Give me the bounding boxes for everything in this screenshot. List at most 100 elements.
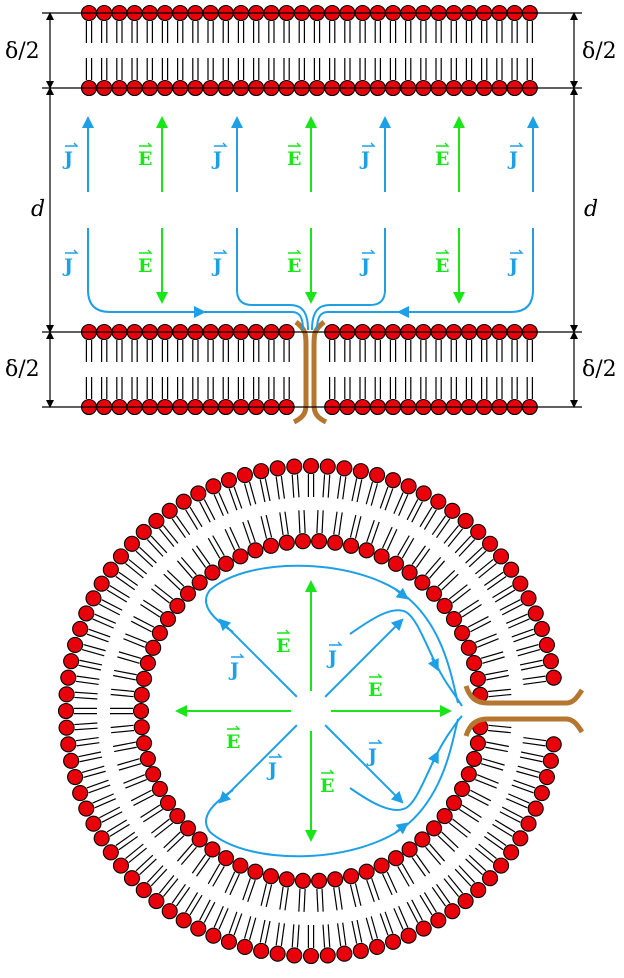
lipid-inner-19 bbox=[369, 377, 386, 416]
vector-harpoon-icon bbox=[139, 249, 153, 254]
vesicle-inner-lipid-47 bbox=[260, 514, 279, 554]
current-radial-arrow-7 bbox=[218, 618, 298, 698]
vesicle-inner-lipid-25 bbox=[163, 820, 197, 853]
lipid-outer-12 bbox=[263, 323, 280, 362]
vesicle-outer-lipid-34 bbox=[135, 865, 168, 899]
vesicle-inner-lipid-11 bbox=[387, 850, 415, 887]
vesicle-outer-lipid-3 bbox=[519, 751, 559, 769]
lipid-inner-24 bbox=[445, 58, 462, 97]
vesicle-inner-lipid-55 bbox=[387, 535, 415, 572]
lipid-inner-12 bbox=[263, 377, 280, 416]
vesicle-inner-lipid-10 bbox=[401, 841, 431, 877]
vesicle-inner-lipid-9 bbox=[414, 831, 446, 866]
vesicle-inner-lipid-35 bbox=[113, 669, 153, 687]
current-loop-arrowhead-2 bbox=[427, 657, 439, 672]
vesicle-outer-lipid-48 bbox=[60, 669, 100, 686]
vesicle-inner-lipid-2 bbox=[469, 735, 509, 753]
vesicle-inner-lipid-49 bbox=[294, 510, 311, 550]
lipid-inner-29 bbox=[521, 377, 538, 416]
current-flow-left-inner bbox=[236, 289, 309, 331]
vesicle-inner-lipid-34 bbox=[110, 686, 150, 703]
vesicle-outer-lipid-79 bbox=[443, 512, 474, 548]
vesicle-inner-lipid-57 bbox=[414, 556, 446, 591]
current-radial-arrow-1 bbox=[324, 618, 404, 698]
lipid-inner-3 bbox=[126, 377, 143, 416]
current-radial-label-7: J bbox=[228, 659, 239, 681]
vesicle-outer-lipid-39 bbox=[85, 806, 123, 832]
vesicle-outer-lipid-83 bbox=[483, 561, 520, 591]
lipid-inner-5 bbox=[156, 58, 174, 97]
vesicle-outer-lipid-53 bbox=[85, 590, 123, 616]
lipid-outer-27 bbox=[491, 323, 508, 362]
lipid-outer-19 bbox=[369, 323, 386, 362]
vesicle-inner-lipid-14 bbox=[343, 868, 362, 908]
vector-harpoon-icon bbox=[65, 249, 79, 254]
lipid-inner-10 bbox=[232, 58, 250, 97]
vesicle-inner-lipid-54 bbox=[373, 526, 398, 565]
vesicle-outer-lipid-52 bbox=[78, 605, 116, 629]
label-gap-left: d bbox=[31, 197, 45, 222]
lipid-inner-9 bbox=[217, 377, 234, 416]
lipid-inner-23 bbox=[430, 377, 447, 416]
current-radial-label-3: J bbox=[366, 745, 377, 767]
vector-harpoon-icon bbox=[362, 249, 376, 254]
lipid-outer-28 bbox=[506, 4, 523, 43]
lipid-inner-27 bbox=[491, 58, 508, 97]
vesicle-inner-lipid-24 bbox=[176, 831, 208, 866]
lipid-outer-17 bbox=[339, 4, 356, 43]
vesicle-outer-lipid-4 bbox=[516, 765, 555, 786]
vesicle-inner-lipid-50 bbox=[311, 510, 328, 550]
lipid-outer-17 bbox=[339, 323, 356, 362]
vesicle-outer-lipid-29 bbox=[205, 906, 229, 944]
lipid-inner-25 bbox=[460, 377, 478, 416]
vesicle-pore-wall-top bbox=[463, 685, 585, 706]
vesicle-inner-lipid-64 bbox=[469, 669, 509, 687]
lipid-outer-21 bbox=[400, 4, 417, 43]
reference-lines bbox=[42, 12, 582, 408]
lipid-inner-2 bbox=[111, 377, 128, 416]
vesicle-outer-lipid-35 bbox=[123, 854, 157, 887]
lipid-outer-25 bbox=[460, 4, 478, 43]
lipid-inner-1 bbox=[96, 58, 113, 97]
lipid-outer-11 bbox=[248, 323, 265, 362]
vesicle-outer-lipid-73 bbox=[365, 467, 386, 506]
vesicle-inner-lipid-44 bbox=[207, 535, 235, 572]
field-radial-label-4: E bbox=[320, 775, 334, 797]
vesicle-inner-lipid-3 bbox=[466, 750, 505, 771]
vesicle-inner-lipid-39 bbox=[140, 599, 177, 628]
vesicle-inner-lipid-45 bbox=[224, 526, 249, 565]
vesicle-outer-lipid-74 bbox=[379, 472, 402, 511]
vesicle-outer-lipid-55 bbox=[102, 561, 139, 591]
vesicle-inner-lipid-52 bbox=[343, 514, 362, 554]
lipid-inner-0 bbox=[80, 377, 98, 416]
vesicle-inner-lipid-20 bbox=[242, 863, 264, 902]
lipid-inner-13 bbox=[278, 58, 295, 97]
lipid-outer-7 bbox=[187, 323, 204, 362]
vesicle-outer-lipid-76 bbox=[406, 485, 432, 523]
lipid-outer-11 bbox=[248, 4, 265, 43]
vesicle-outer-lipid-13 bbox=[443, 874, 474, 910]
vesicle-inner-lipid-32 bbox=[110, 719, 150, 736]
vesicle-outer-lipid-62 bbox=[190, 485, 216, 523]
vesicle-inner-lipid-56 bbox=[401, 545, 431, 581]
lipid-inner-21 bbox=[400, 377, 417, 416]
vesicle-inner-lipid-8 bbox=[425, 820, 459, 853]
lipid-inner-9 bbox=[217, 58, 234, 97]
lipid-outer-12 bbox=[263, 4, 280, 43]
vesicle-outer-lipid-20 bbox=[351, 919, 369, 959]
lipid-outer-7 bbox=[187, 4, 204, 43]
lipid-inner-19 bbox=[369, 58, 386, 97]
vector-harpoon-icon bbox=[510, 142, 524, 147]
vesicle-outer-lipid-64 bbox=[220, 472, 243, 511]
vesicle-outer-lipid-81 bbox=[465, 535, 499, 568]
vesicle-inner-lipid-22 bbox=[207, 850, 235, 887]
field-label-down-5: E bbox=[435, 255, 449, 277]
lipid-inner-6 bbox=[172, 58, 189, 97]
vesicle-outer-lipid-31 bbox=[175, 892, 203, 929]
vector-harpoon-icon bbox=[436, 142, 450, 147]
vesicle-outer-lipid-84 bbox=[492, 575, 529, 603]
vesicle-outer-lipid-9 bbox=[483, 831, 520, 861]
vesicle-bilayer bbox=[57, 457, 562, 965]
